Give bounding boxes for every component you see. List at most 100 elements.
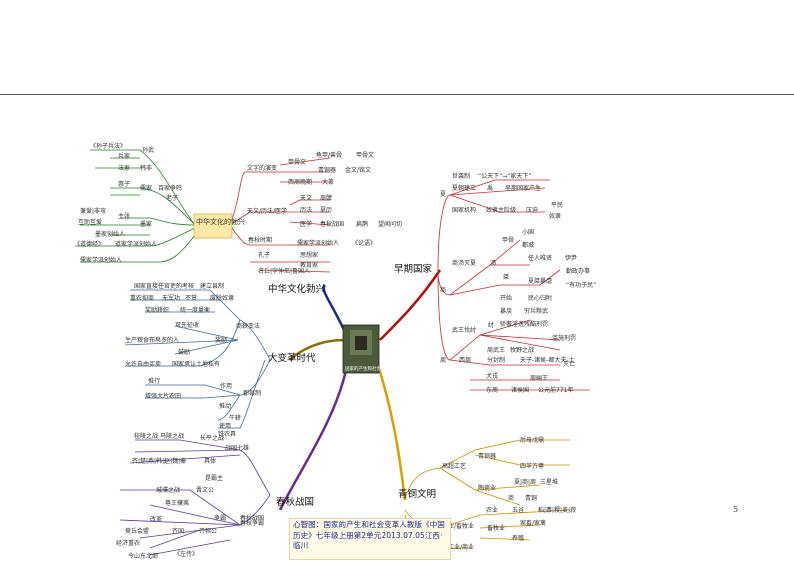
early-xia: 夏	[440, 191, 446, 198]
school-item: 墨家	[140, 220, 152, 228]
branch-early: 早期国家	[394, 263, 433, 275]
branch-war: 春秋战国	[276, 496, 314, 508]
science-item: 医学	[300, 220, 312, 228]
reform-item: 重农抑商	[130, 294, 154, 302]
early-item: 分封制	[487, 356, 505, 364]
early-item: 滥施刑罚	[552, 334, 576, 342]
war-item: 改革	[150, 515, 162, 523]
early-item: 开始	[500, 294, 512, 302]
early-item: 民心归附	[528, 294, 552, 302]
early-item: 伊尹	[565, 254, 577, 262]
early-item: 奴隶	[549, 212, 561, 220]
reform-item: 使用	[219, 422, 231, 430]
school-item: 儒家学派创始人	[80, 256, 122, 264]
early-item: 犬戎	[486, 372, 498, 380]
bronze-item: 高超工艺	[442, 462, 466, 470]
science-label: 天文/历法/医学	[247, 207, 287, 215]
early-item: 勤政办事	[566, 267, 590, 275]
early-zhou: 周	[440, 357, 446, 364]
school-item: 《道德经》	[74, 240, 104, 248]
bronze-item: 青铜	[525, 494, 537, 502]
center-image-label: 国家的产生和社会的变革	[345, 365, 395, 372]
reform-item: 可先征收	[175, 321, 199, 329]
early-item: 诸侯国	[511, 386, 529, 394]
early-item: “公天下”→“家天下”	[478, 172, 531, 180]
early-item: 都城	[522, 241, 534, 249]
early-item: 奴隶主阶级	[486, 206, 516, 214]
school-item: 道家学派创始人	[115, 240, 157, 248]
war-item: 是霸主	[205, 474, 223, 482]
school-item: 孙武	[142, 146, 154, 154]
school-item: 惠子	[118, 180, 130, 188]
early-item: 武王伐纣	[452, 326, 476, 334]
early-item: 灭亡	[563, 360, 575, 368]
bronze-item: 稻|黍|稷|麦|菽	[538, 506, 576, 514]
early-item: 穷兵黩武	[524, 307, 548, 315]
early-item: 早期国家产生	[505, 184, 541, 192]
war-item: 葵丘会盟	[125, 527, 149, 535]
school-item: 主张	[118, 212, 130, 220]
bronze-item: 青铜器	[478, 452, 496, 460]
reform-item: 增强大片农田	[145, 392, 181, 400]
reform-item: 商鞅变法	[236, 322, 260, 330]
early-item: “有功于民”	[566, 281, 596, 289]
writing-item: 青铜器	[318, 166, 336, 174]
school-item: 思想家	[300, 251, 318, 259]
school-item: 兵家	[118, 152, 130, 160]
war-item: 尊王攘夷	[165, 499, 189, 507]
bronze-item: 四羊方尊	[520, 462, 544, 470]
science-item: 望闻问切	[378, 220, 402, 228]
early-item: 周武王	[487, 346, 505, 354]
reform-item: 奖励	[215, 336, 227, 344]
war-item: 经济重农	[116, 539, 140, 547]
war-item: 晋文公	[196, 486, 214, 494]
caption-box: 心智图：国家的产生和社会变革人教版《中国历史》七年级上册第2单元2013.07.…	[289, 518, 451, 560]
war-item: 春秋争霸	[240, 519, 264, 527]
bronze-item: 养殖	[512, 534, 524, 542]
school-item: 儒家学派创始人	[297, 239, 339, 247]
bronze-item: 陶瓷业	[478, 484, 496, 492]
branch-reform: 大变革时代	[268, 352, 316, 364]
early-item: 桀	[503, 273, 509, 281]
reform-item: 允许自由买卖	[125, 360, 161, 368]
header-rule	[0, 94, 794, 95]
early-item: 压迫	[526, 206, 538, 214]
school-item: 孔子	[258, 251, 270, 259]
science-item: 历法	[300, 206, 312, 214]
war-item: 争霸	[214, 514, 226, 522]
writing-item: 大篆	[322, 178, 334, 186]
early-item: 夏桀暴虐	[528, 277, 552, 285]
science-item: 春秋战国	[320, 220, 344, 228]
early-item: 暴戾	[500, 307, 512, 315]
early-item: 小国	[522, 228, 534, 236]
writing-item: 金文/铭文	[345, 166, 371, 174]
reform-item: 不赏	[185, 294, 197, 302]
early-item: 国家机构	[452, 206, 476, 214]
war-item: 马陵之战	[160, 432, 184, 440]
reform-item: 作用	[220, 382, 232, 390]
early-item: 商汤灭夏	[452, 259, 476, 267]
culture-sub-label: 中华文化的勃兴	[196, 217, 245, 226]
science-item: 周髀	[320, 194, 332, 202]
reform-item: 无军功	[162, 294, 180, 302]
reform-item: 建立县制	[200, 282, 224, 290]
early-item: 甲骨	[502, 237, 514, 244]
reform-item: 奖励耕织	[145, 306, 169, 314]
reform-item: 国家承认土地私有	[172, 360, 220, 368]
early-item: 公元前771年	[538, 386, 573, 394]
school-item: 老子	[166, 194, 178, 202]
reform-item: 统一度量衡	[180, 306, 210, 314]
reform-item: 鼓励	[178, 348, 190, 356]
war-item: 今山东北部	[128, 552, 158, 560]
science-item: 天文	[300, 194, 312, 202]
early-item: 平民	[551, 202, 563, 209]
reform-item: 推行	[148, 377, 160, 385]
writing-item: 甲骨文	[288, 158, 306, 166]
war-item: 城濮之战	[156, 486, 180, 494]
war-item: 齐桓公	[199, 527, 217, 535]
war-item: 战国七雄	[225, 444, 249, 452]
page-number: 5	[733, 505, 738, 514]
school-item: 儒家	[140, 184, 152, 192]
school-item: 法家	[118, 164, 130, 172]
hundred-label: 百家争鸣	[158, 184, 182, 192]
